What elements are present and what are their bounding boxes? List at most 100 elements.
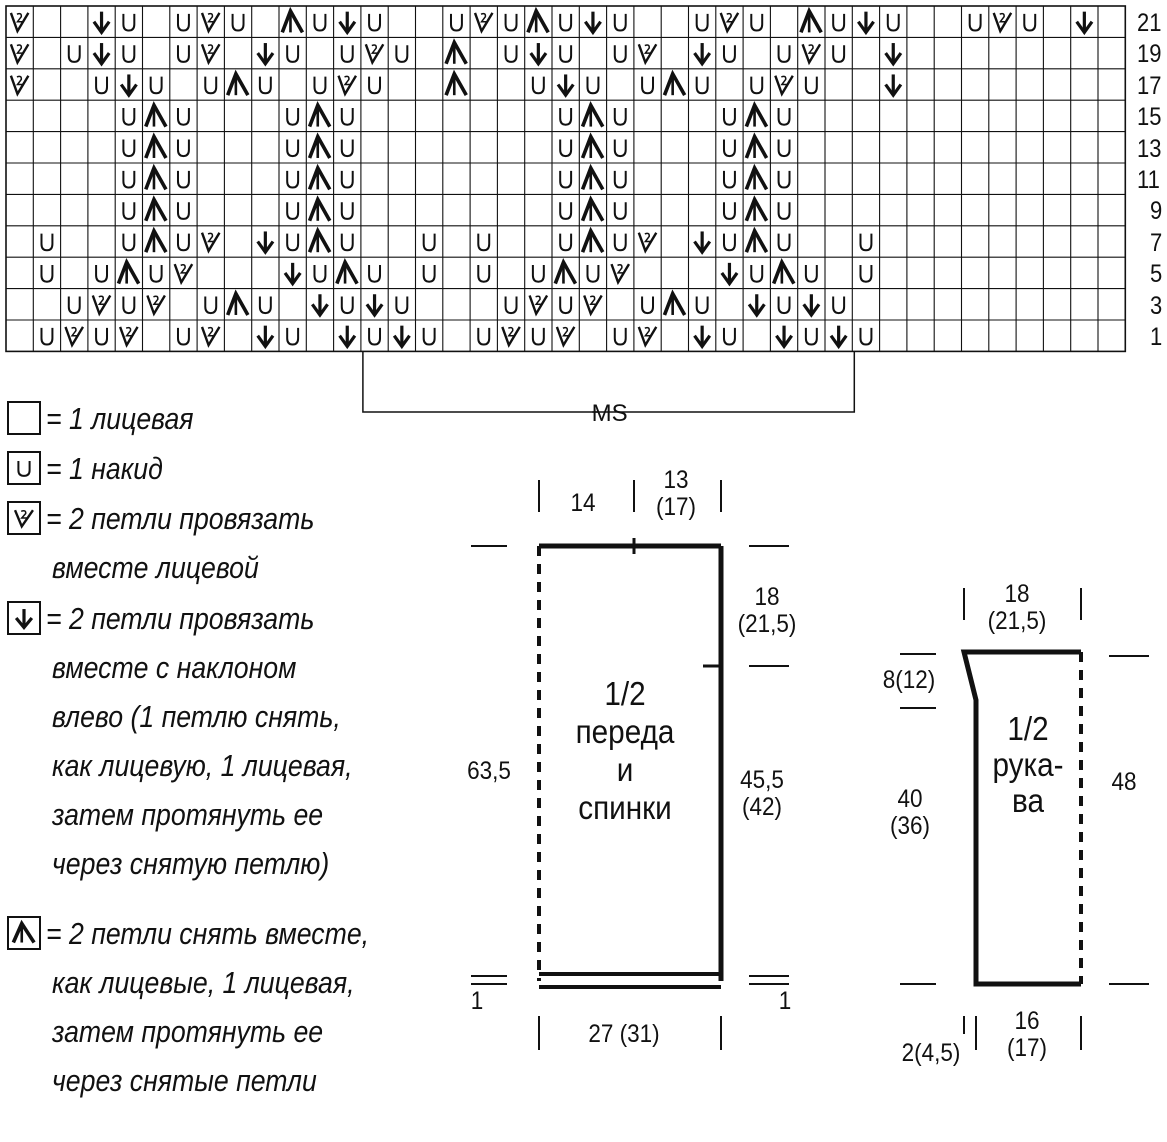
chart-frame <box>5 5 1127 353</box>
legend-line: влево (1 петлю снять, <box>52 699 341 734</box>
cdd-stitch <box>744 101 769 128</box>
yo-stitch <box>613 139 627 158</box>
yo-stitch <box>286 202 300 220</box>
yo-stitch <box>286 327 300 346</box>
yo-stitch <box>122 13 136 32</box>
k2tog-stitch <box>528 294 549 317</box>
yo-stitch <box>613 202 627 220</box>
yo-stitch <box>531 327 545 346</box>
sleeve-bottom-width: (17) <box>1006 1034 1048 1062</box>
yo-stitch <box>286 170 300 189</box>
yo-stitch <box>286 45 300 63</box>
yo-stitch <box>176 202 190 220</box>
row-number: 17 <box>1137 71 1162 100</box>
k2tog-stitch <box>637 232 658 254</box>
yo-stitch <box>504 13 518 32</box>
yo-stitch <box>395 296 409 315</box>
sleeve-piece-title: ва <box>1012 782 1044 819</box>
yo-stitch <box>258 76 272 95</box>
ssk-stitch <box>1075 11 1094 36</box>
yo-stitch <box>286 139 300 158</box>
sleeve-piece-title: рука- <box>992 746 1064 783</box>
row-number: 1 <box>1150 323 1163 351</box>
ssk-stitch <box>529 43 548 67</box>
yo-stitch <box>777 296 791 315</box>
yo-stitch <box>586 76 600 95</box>
repeat-bracket-right <box>592 351 856 413</box>
k2tog-stitch <box>555 326 576 348</box>
yo-stitch <box>722 202 736 220</box>
cdd-stitch <box>307 226 332 254</box>
yo-stitch <box>613 170 627 189</box>
ssk-stitch <box>693 325 712 350</box>
k2tog-stitch <box>610 263 631 286</box>
sleeve-schematic <box>900 588 1149 1050</box>
yo-stitch <box>149 76 163 95</box>
k2tog-stitch <box>992 12 1013 34</box>
yo-stitch <box>586 265 600 283</box>
ssk-stitch <box>775 325 793 350</box>
cdd-stitch <box>744 163 769 191</box>
sleeve-offset: 2(4,5) <box>901 1039 961 1067</box>
yo-stitch <box>531 76 545 95</box>
ssk-stitch <box>92 43 111 67</box>
body-bottom-width: 27 (31) <box>588 1020 660 1048</box>
yo-stitch <box>422 233 436 252</box>
ssk-stitch <box>747 294 766 318</box>
yo-stitch <box>777 139 791 158</box>
repeat-bracket: MS <box>362 351 856 427</box>
yo-stitch <box>67 45 81 63</box>
yo-stitch <box>313 13 327 32</box>
yo-stitch <box>722 45 736 63</box>
yo-stitch <box>95 76 109 95</box>
yo-stitch <box>832 45 846 63</box>
body-piece-title: спинки <box>578 789 672 826</box>
body-hem-right: 1 <box>778 987 792 1015</box>
ssk-icon-glyph <box>14 609 34 631</box>
yo-stitch <box>641 76 655 95</box>
yo-stitch <box>859 327 873 346</box>
yo-stitch <box>722 170 736 189</box>
yo-stitch <box>613 45 627 63</box>
yo-stitch <box>67 296 81 315</box>
ssk-stitch <box>365 294 384 318</box>
body-hem-left: 1 <box>470 987 484 1015</box>
ssk-stitch <box>256 43 275 67</box>
yo-stitch <box>395 45 409 63</box>
yo-stitch <box>504 45 518 63</box>
k2tog-stitch <box>64 326 85 348</box>
ssk-stitch <box>829 325 848 350</box>
cdd-stitch <box>744 226 769 254</box>
cdd-stitch <box>444 38 468 65</box>
body-total-length: 63,5 <box>467 757 511 785</box>
yo-stitch <box>559 202 573 220</box>
yo-stitch <box>559 108 573 126</box>
ssk-stitch <box>256 231 275 255</box>
cdd-stitch <box>580 101 605 128</box>
yo-stitch <box>477 327 491 346</box>
k2tog-stitch <box>200 43 221 66</box>
yo-stitch <box>559 233 573 252</box>
yo-stitch <box>886 13 900 32</box>
ssk-stitch <box>584 11 602 36</box>
body-piece-title: и <box>616 751 634 788</box>
yo-stitch <box>750 13 764 32</box>
k2tog-stitch <box>9 43 30 66</box>
yo-stitch <box>641 296 655 315</box>
yo-stitch <box>340 139 354 158</box>
yo-stitch <box>122 202 136 220</box>
cdd-stitch <box>307 195 332 222</box>
yo-stitch <box>231 13 245 32</box>
ssk-stitch <box>720 262 739 287</box>
yo-stitch <box>313 76 327 95</box>
cdd-stitch <box>144 163 168 191</box>
sleeve-piece-title: 1/2 <box>1007 710 1049 747</box>
yo-stitch <box>122 108 136 126</box>
cdd-stitch <box>144 132 168 159</box>
ssk-stitch <box>338 11 357 36</box>
sleeve-length: (36) <box>889 812 931 840</box>
cdd-stitch <box>144 226 168 254</box>
k2tog-stitch <box>501 326 521 348</box>
yo-stitch <box>695 13 709 32</box>
